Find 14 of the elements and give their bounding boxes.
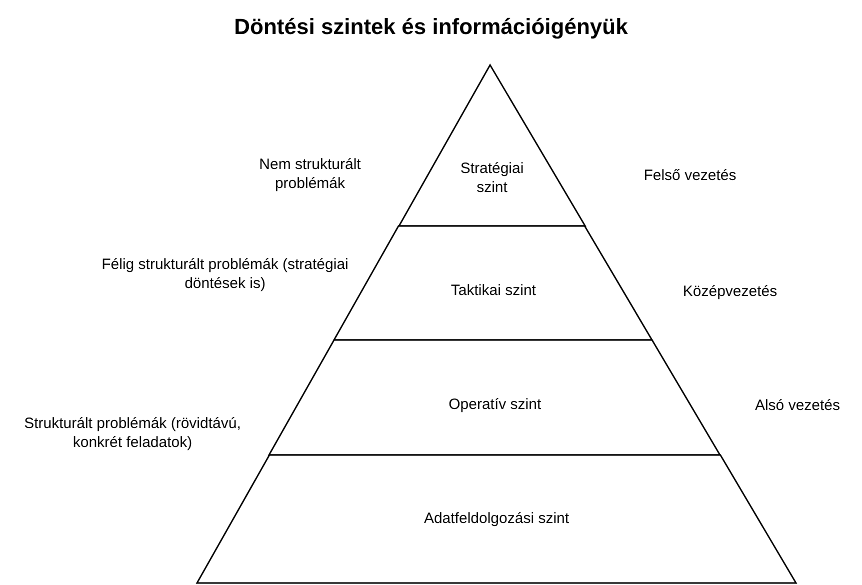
management-level-label: Középvezetés	[682, 282, 778, 301]
pyramid-level	[398, 65, 586, 226]
level-label: Operatív szint	[448, 396, 542, 413]
level-label: Stratégiai szint	[459, 159, 525, 197]
level-label: Adatfeldolgozási szint	[422, 510, 570, 527]
diagram-title: Döntési szintek és információigényük	[233, 14, 629, 40]
problem-type-label: Félig strukturált problémák (stratégiai döntések is)	[100, 255, 350, 293]
pyramid-level	[197, 455, 796, 583]
pyramid-level	[269, 340, 720, 455]
management-level-label: Felső vezetés	[642, 166, 738, 185]
problem-type-label: Nem strukturált problémák	[258, 155, 362, 193]
management-level-label: Alsó vezetés	[754, 396, 842, 415]
level-label: Taktikai szint	[450, 282, 537, 299]
problem-type-label: Strukturált problémák (rövidtávú, konkrét feladatok)	[23, 414, 242, 452]
